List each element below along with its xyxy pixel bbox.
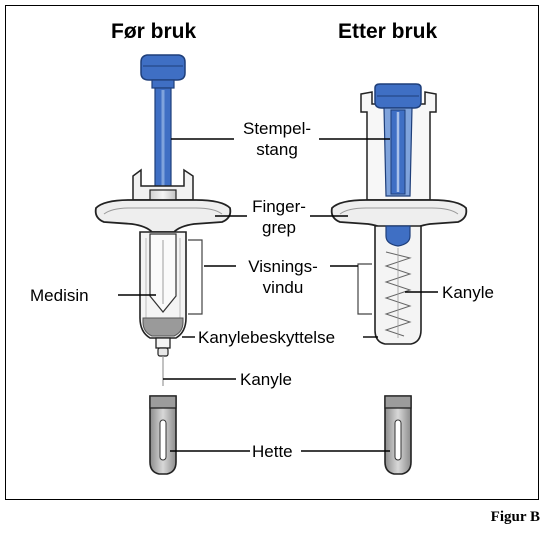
label-finger-grip-line1: Finger-	[252, 197, 306, 216]
label-medicine: Medisin	[30, 286, 89, 305]
medicine-fill	[142, 317, 184, 337]
cap-before	[149, 395, 177, 475]
finger-grip-before	[94, 199, 232, 233]
label-view-window: Visnings- vindu	[234, 256, 332, 298]
label-plunger-rod: Stempel- stang	[234, 118, 320, 160]
label-needle-bottom: Kanyle	[240, 370, 292, 389]
label-needle-right: Kanyle	[442, 283, 494, 302]
needle-spring-after	[384, 248, 412, 338]
plunger-head-before	[140, 54, 186, 81]
figure-caption: Figur B	[490, 509, 540, 525]
leader-lines	[118, 138, 438, 452]
figure-frame	[5, 5, 539, 500]
label-finger-grip: Finger- grep	[244, 196, 314, 238]
label-view-window-line2: vindu	[262, 278, 304, 297]
label-finger-grip-line2: grep	[261, 218, 297, 237]
label-view-window-line1: Visnings-	[248, 257, 318, 276]
label-plunger-rod-line2: stang	[256, 140, 298, 159]
syringe-after	[330, 83, 468, 345]
header-before-use: Før bruk	[111, 20, 197, 43]
header-after-use: Etter bruk	[338, 20, 438, 43]
label-needle-guard: Kanylebeskyttelse	[198, 328, 336, 347]
cap-after	[384, 395, 412, 475]
label-cap: Hette	[252, 442, 293, 461]
label-plunger-rod-line1: Stempel-	[242, 119, 312, 138]
syringe-before	[94, 54, 232, 386]
